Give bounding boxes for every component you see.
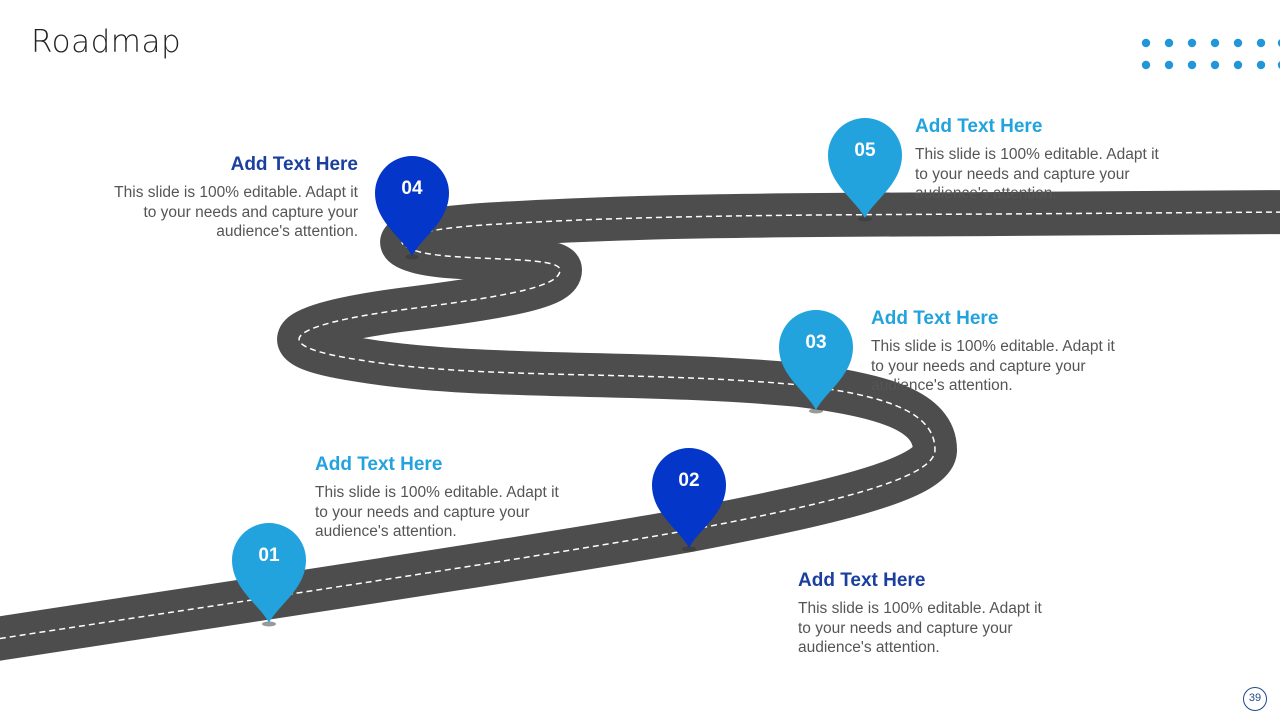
milestone-pin-02: 02 [650,446,728,554]
callout-body: This slide is 100% editable. Adapt it to… [798,600,1042,656]
callout-body: This slide is 100% editable. Adapt it to… [915,146,1159,202]
callout-04: Add Text Here This slide is 100% editabl… [108,154,358,242]
milestone-number: 01 [258,545,280,566]
milestone-number: 04 [401,178,423,199]
milestone-pin-04: 04 [373,154,451,262]
milestone-pin-05: 05 [826,116,904,224]
milestone-pin-01: 01 [230,521,308,629]
callout-heading: Add Text Here [230,154,358,175]
map-pin-icon [232,523,306,627]
callout-02: Add Text Here This slide is 100% editabl… [798,570,1048,658]
milestone-number: 03 [805,332,827,353]
callout-body: This slide is 100% editable. Adapt it to… [871,338,1115,394]
callout-heading: Add Text Here [315,454,443,475]
callout-heading: Add Text Here [915,116,1043,137]
milestone-pin-03: 03 [777,308,855,416]
page-number-badge: 39 [1243,687,1267,711]
callout-body: This slide is 100% editable. Adapt it to… [114,184,358,240]
map-pin-icon [828,118,902,222]
callout-heading: Add Text Here [871,308,999,329]
milestone-number: 05 [854,140,876,161]
map-pin-icon [652,448,726,552]
map-pin-icon [779,310,853,414]
map-pin-icon [375,156,449,260]
milestone-number: 02 [678,470,700,491]
callout-03: Add Text Here This slide is 100% editabl… [871,308,1121,396]
callout-05: Add Text Here This slide is 100% editabl… [915,116,1165,204]
decorative-dot-grid [1141,38,1280,70]
callout-heading: Add Text Here [798,570,926,591]
slide-title: Roadmap [31,24,182,60]
callout-01: Add Text Here This slide is 100% editabl… [315,454,565,542]
callout-body: This slide is 100% editable. Adapt it to… [315,484,559,540]
